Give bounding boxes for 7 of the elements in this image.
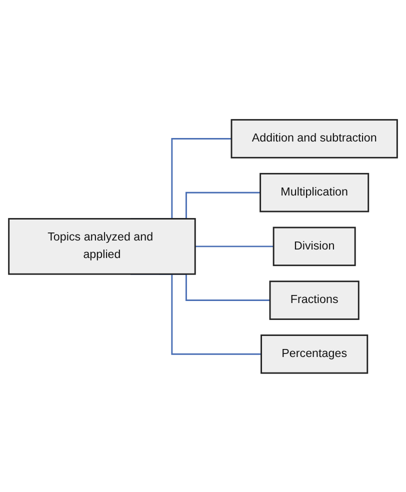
node-box: Fractions <box>269 280 360 320</box>
node-box: Division <box>272 226 356 266</box>
node-box: Topics analyzed and applied <box>8 218 196 274</box>
connector <box>195 245 274 247</box>
node-box: Percentages <box>260 334 368 374</box>
node-box: Addition and subtraction <box>230 118 398 158</box>
node-box: Multiplication <box>260 172 370 212</box>
